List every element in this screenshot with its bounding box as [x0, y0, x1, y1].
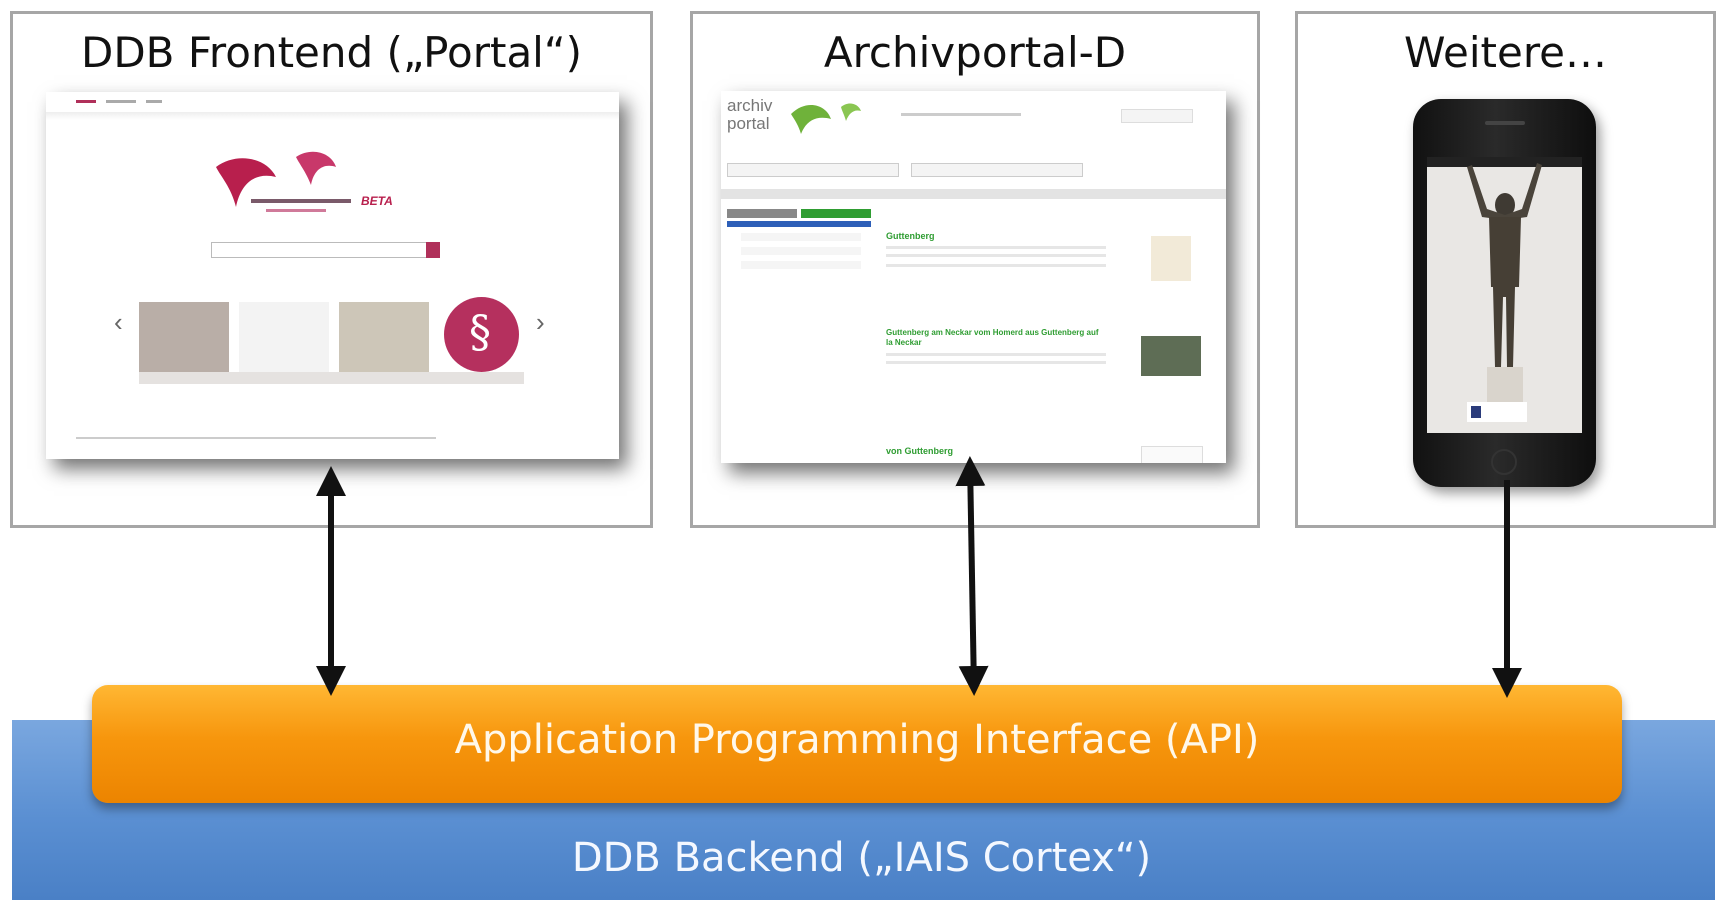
portal-carousel-next-icon[interactable]: › [536, 307, 545, 337]
backend-label: DDB Backend („IAIS Cortex“) [571, 835, 1152, 881]
portal-carousel-item[interactable] [444, 297, 519, 372]
archiv-tab-right[interactable] [801, 209, 871, 218]
phone-screen [1427, 157, 1582, 433]
archiv-logo-line1: archiv [727, 96, 773, 115]
screenshot-portal: BETA ‹ § › [46, 92, 619, 459]
archiv-result-desc [886, 246, 1106, 276]
phone-home-button[interactable] [1491, 449, 1517, 475]
screenshot-archivportal: archiv portal Guttenberg Guttenberg am N… [721, 91, 1226, 463]
api-layer: Application Programming Interface (API) [92, 685, 1622, 803]
portal-nav-about [106, 100, 136, 103]
panel-ddb-frontend: DDB Frontend („Portal“) BETA ‹ § › [10, 11, 653, 528]
archiv-result-thumb [1151, 236, 1191, 281]
arrow-archivportal-api [955, 456, 989, 696]
archiv-result-thumb [1141, 336, 1201, 376]
panel-title-weitere: Weitere… [1403, 28, 1608, 77]
archiv-filter-select[interactable] [911, 163, 1083, 177]
phone-speaker [1485, 121, 1525, 125]
portal-carousel-captions [139, 372, 524, 384]
archiv-nav [901, 113, 1021, 116]
portal-nav-help [146, 100, 162, 103]
smartphone [1413, 99, 1596, 487]
archiv-logo-line2: portal [727, 114, 770, 133]
archiv-logo-icon [791, 103, 861, 134]
portal-search-button[interactable] [426, 242, 440, 258]
portal-header-divider [46, 112, 619, 120]
portal-carousel-item[interactable] [239, 302, 329, 372]
panel-title-ddb-frontend: DDB Frontend („Portal“) [80, 28, 582, 77]
archiv-tree [741, 233, 861, 293]
archiv-tree-selected[interactable] [727, 221, 871, 227]
portal-carousel-item[interactable] [339, 302, 429, 372]
portal-carousel-prev-icon[interactable]: ‹ [114, 307, 123, 337]
archiv-result-title[interactable]: Guttenberg [886, 231, 935, 241]
api-label: Application Programming Interface (API) [454, 717, 1260, 763]
archiv-filter-select[interactable] [727, 163, 899, 177]
archiv-search-input[interactable] [1121, 109, 1193, 123]
portal-carousel-item[interactable] [139, 302, 229, 372]
paragraph-icon: § [469, 307, 491, 358]
archiv-result-desc [886, 353, 1106, 383]
portal-logo-beta: BETA [361, 194, 393, 208]
portal-nav-search [76, 100, 96, 103]
archiv-toolbar [721, 189, 1226, 199]
archiv-result-title[interactable]: von Guttenberg [886, 446, 953, 456]
panel-title-archivportal: Archivportal-D [823, 28, 1127, 77]
archiv-tab-left[interactable] [727, 209, 797, 218]
portal-logo-icon: BETA [216, 151, 393, 212]
archiv-result-thumb [1141, 446, 1203, 463]
portal-footer-links [76, 437, 436, 439]
statue-image [1427, 157, 1582, 433]
archiv-result-title[interactable]: Guttenberg am Neckar vom Homerd aus Gutt… [886, 328, 1099, 347]
